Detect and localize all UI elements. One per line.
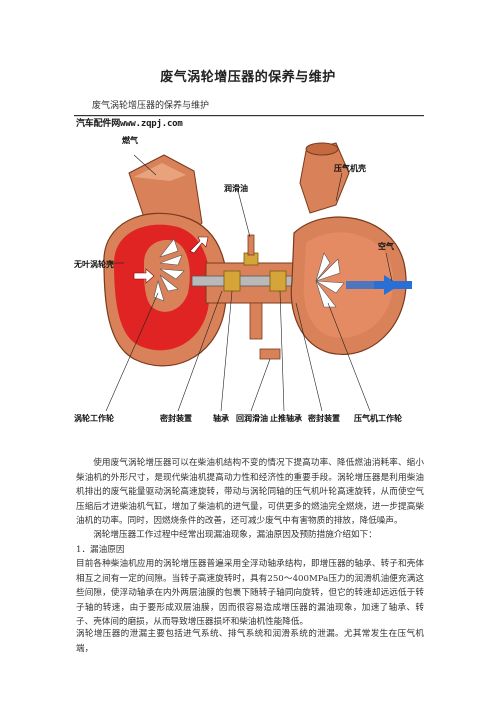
body-paragraph-3: 目前各种柴油机应用的涡轮增压器普遍采用全浮动轴承结构，即增压器的轴承、转子和壳体…	[76, 559, 424, 627]
turbocharger-diagram: 燃气 润滑油 压气机壳 无叶涡轮壳 空气 涡轮工作轮 密封装置 轴承 回润滑油 …	[74, 113, 424, 439]
label-oil-return: 回润滑油	[236, 414, 268, 423]
document-subtitle: 废气涡轮增压器的保养与维护	[92, 101, 210, 111]
document-title: 废气涡轮增压器的保养与维护	[160, 70, 336, 85]
figure-watermark: 汽车配件网www.zqpj.com	[76, 119, 183, 129]
label-thrust-bearing: 止推轴承	[270, 414, 302, 423]
label-fuel: 燃气	[122, 136, 138, 145]
label-lube-oil: 润滑油	[224, 184, 248, 193]
label-compressor-casing: 压气机壳	[334, 164, 366, 173]
body-paragraph-2: 涡轮增压器工作过程中经常出现漏油现象，漏油原因及预防措施介绍如下：	[93, 530, 377, 540]
label-compressor-wheel: 压气机工作轮	[354, 414, 402, 423]
turbocharger-illustration	[74, 115, 424, 412]
section-heading-1: 1．漏油原因	[76, 545, 125, 555]
label-bearing: 轴承	[213, 414, 229, 423]
body-paragraph-1: 使用废气涡轮增压器可以在柴油机结构不变的情况下提高功率、降低燃油消耗率、缩小柴油…	[76, 458, 424, 526]
label-air: 空气	[378, 242, 394, 251]
label-vaneless-turbine: 无叶涡轮壳	[74, 260, 114, 269]
label-seal-right: 密封装置	[308, 414, 340, 423]
label-seal-left: 密封装置	[160, 414, 192, 423]
body-paragraph-4: 涡轮增压器的泄漏主要包括进气系统、排气系统和润滑系统的泄漏。尤其常发生在压气机端…	[76, 629, 424, 654]
label-turbine-wheel: 涡轮工作轮	[74, 414, 114, 423]
